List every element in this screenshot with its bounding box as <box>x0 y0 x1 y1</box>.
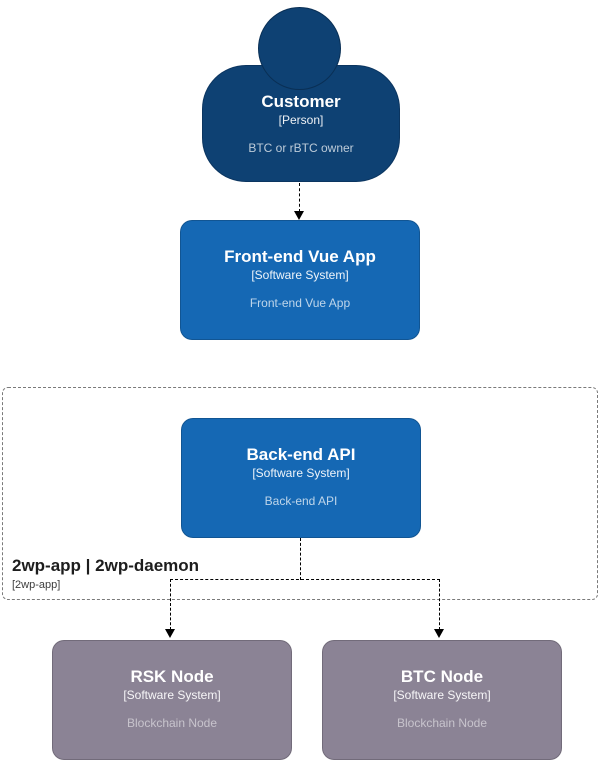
node-backend-api[interactable]: Back-end API [Software System] Back-end … <box>181 418 421 538</box>
node-title: Customer <box>261 92 341 111</box>
edge-backend-to-rsk <box>170 579 171 630</box>
node-title: Back-end API <box>246 445 356 464</box>
node-description: BTC or rBTC owner <box>248 141 354 155</box>
node-type: [Software System] <box>123 688 221 702</box>
edge-backend-to-btc <box>439 579 440 630</box>
node-title: BTC Node <box>400 667 484 686</box>
node-type: [Person] <box>278 113 324 127</box>
edge-backend-stub <box>300 538 301 580</box>
edge-customer-to-frontend <box>299 183 300 212</box>
boundary-2wp-app: 2wp-app | 2wp-daemon [2wp-app] <box>2 387 598 600</box>
node-type: [Software System] <box>252 466 350 480</box>
arrowhead-down-icon <box>434 629 444 638</box>
edge-backend-split <box>170 579 440 580</box>
node-description: Blockchain Node <box>396 716 488 730</box>
node-description: Front-end Vue App <box>249 296 351 310</box>
node-description: Blockchain Node <box>126 716 218 730</box>
node-frontend-vue-app[interactable]: Front-end Vue App [Software System] Fron… <box>180 220 420 340</box>
node-type: [Software System] <box>393 688 491 702</box>
person-head-icon <box>258 7 341 90</box>
boundary-title: 2wp-app | 2wp-daemon <box>12 556 200 575</box>
node-rsk-node[interactable]: RSK Node [Software System] Blockchain No… <box>52 640 292 760</box>
node-title: Front-end Vue App <box>224 247 376 266</box>
boundary-subtitle: [2wp-app] <box>12 579 61 591</box>
arrowhead-down-icon <box>294 211 304 220</box>
node-type: [Software System] <box>251 268 349 282</box>
node-title: RSK Node <box>130 667 214 686</box>
boundary-label: 2wp-app | 2wp-daemon [2wp-app] <box>12 556 199 592</box>
node-description: Back-end API <box>264 494 338 508</box>
node-btc-node[interactable]: BTC Node [Software System] Blockchain No… <box>322 640 562 760</box>
arrowhead-down-icon <box>165 629 175 638</box>
